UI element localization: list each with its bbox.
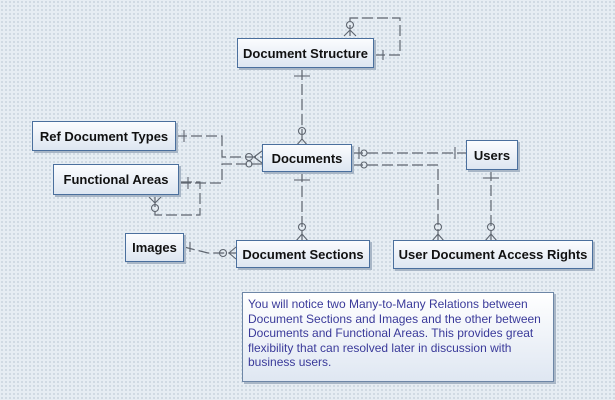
entity-users[interactable]: Users <box>466 140 518 170</box>
entity-label: Document Sections <box>242 246 364 262</box>
rel-structure-self <box>349 17 401 56</box>
entity-ref-document-types[interactable]: Ref Document Types <box>32 121 176 151</box>
entity-document-sections[interactable]: Document Sections <box>236 240 370 268</box>
rel-reftypes-documents <box>176 135 262 158</box>
entity-label: Ref Document Types <box>39 128 169 144</box>
entity-functional-areas[interactable]: Functional Areas <box>53 164 179 195</box>
entity-label: User Document Access Rights <box>398 247 588 262</box>
entity-document-structure[interactable]: Document Structure <box>237 38 374 68</box>
diagram-note: You will notice two Many-to-Many Relatio… <box>242 292 554 382</box>
entity-label: Functional Areas <box>63 172 169 187</box>
entity-documents[interactable]: Documents <box>262 144 352 172</box>
rel-functional-documents <box>180 163 262 184</box>
entity-images[interactable]: Images <box>125 233 184 262</box>
entity-label: Images <box>132 240 177 255</box>
rel-images-sections <box>183 246 236 254</box>
entity-label: Users <box>473 147 511 163</box>
entity-label: Document Structure <box>243 45 368 61</box>
rel-documents-accessrights <box>352 164 439 240</box>
note-text: You will notice two Many-to-Many Relatio… <box>248 297 541 369</box>
entity-label: Documents <box>271 150 343 166</box>
entity-user-document-access-rights[interactable]: User Document Access Rights <box>393 240 593 269</box>
rel-functional-self <box>154 181 201 216</box>
